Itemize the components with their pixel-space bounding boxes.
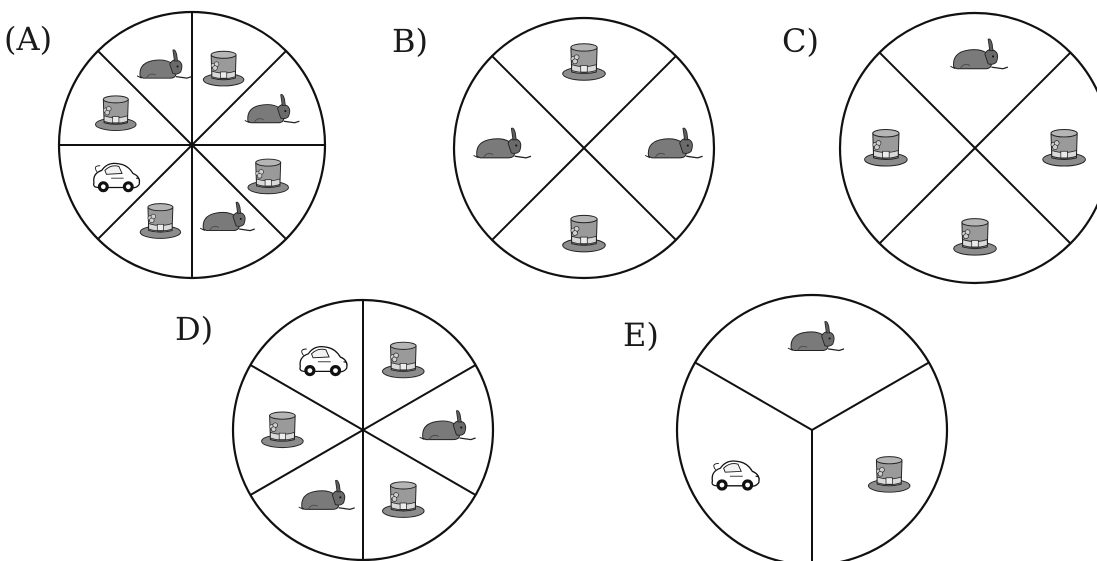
- sector-divider: [694, 361, 813, 431]
- top-hat-icon: [202, 50, 245, 87]
- spinner-circle: [675, 293, 949, 561]
- top-hat-icon: [867, 456, 911, 493]
- car-icon: [711, 460, 760, 492]
- spinner-option-1: (A): [4, 10, 327, 280]
- spinner-option-2: B): [392, 16, 716, 280]
- rabbit-icon: [787, 320, 845, 352]
- sector-divider: [191, 144, 287, 240]
- sector-divider: [362, 429, 477, 496]
- sector-divider: [878, 51, 976, 149]
- sector-divider: [191, 50, 287, 146]
- top-hat-icon: [247, 158, 289, 195]
- sector-divider: [249, 364, 364, 431]
- top-hat-icon: [382, 341, 425, 379]
- rabbit-icon: [949, 38, 1009, 70]
- sector-divider: [491, 147, 585, 241]
- rabbit-icon: [199, 201, 256, 232]
- top-hat-icon: [261, 411, 304, 449]
- sector-divider: [249, 429, 364, 496]
- sector-divider: [97, 50, 193, 146]
- car-icon: [93, 162, 141, 193]
- sector-divider: [811, 361, 930, 431]
- sector-divider: [583, 147, 677, 241]
- option-label: B): [392, 22, 428, 60]
- car-icon: [299, 345, 348, 377]
- rabbit-icon: [644, 127, 704, 159]
- sector-divider: [491, 55, 585, 149]
- option-label: E): [623, 316, 659, 354]
- sector-divider: [974, 147, 1072, 245]
- option-label: D): [175, 310, 213, 348]
- top-hat-icon: [139, 203, 182, 239]
- top-hat-icon: [382, 481, 425, 518]
- top-hat-icon: [562, 214, 606, 253]
- spinner-option-5: E): [623, 293, 949, 561]
- spinner-option-3: C): [782, 11, 1097, 285]
- spinner-option-4: D): [175, 298, 495, 561]
- spinner-circle: [452, 16, 716, 280]
- rabbit-icon: [136, 49, 193, 79]
- rabbit-icon: [418, 409, 477, 441]
- rabbit-icon: [244, 93, 301, 124]
- sector-divider: [974, 51, 1072, 149]
- sector-divider: [878, 147, 976, 245]
- sector-divider: [362, 364, 477, 431]
- top-hat-icon: [864, 129, 908, 167]
- top-hat-icon: [1042, 129, 1086, 167]
- rabbit-icon: [298, 479, 356, 511]
- sector-divider: [97, 144, 193, 240]
- sector-divider: [583, 55, 677, 149]
- top-hat-icon: [953, 218, 997, 256]
- option-label: (A): [4, 20, 52, 58]
- spinner-circle: [838, 11, 1097, 285]
- option-label: C): [782, 22, 819, 60]
- rabbit-icon: [472, 127, 532, 159]
- top-hat-icon: [95, 95, 137, 132]
- top-hat-icon: [562, 43, 606, 81]
